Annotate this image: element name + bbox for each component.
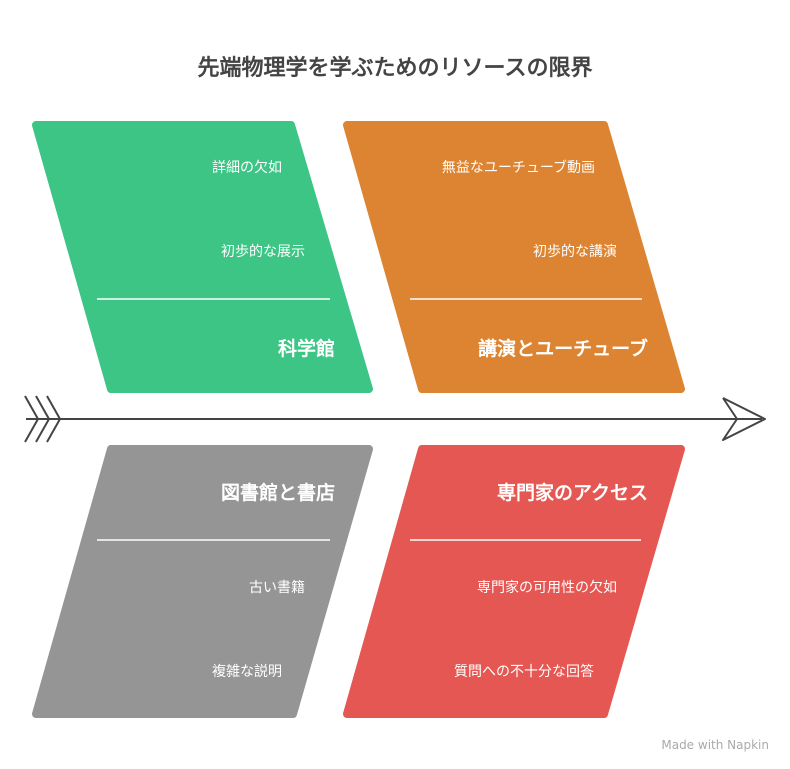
- branch-item: 無益なユーチューブ動画: [442, 159, 595, 176]
- diagram-title: 先端物理学を学ぶためのリソースの限界: [198, 55, 593, 81]
- spine-arrow: [24, 395, 766, 443]
- branch-expert-access: 専門家のアクセス 専門家の可用性の欠如 質問への不十分な回答: [343, 445, 685, 718]
- branch-shape: [32, 121, 373, 393]
- branch-item: 詳細の欠如: [212, 160, 282, 176]
- napkin-watermark: Made with Napkin: [661, 738, 769, 752]
- branch-item: 初歩的な展示: [221, 243, 305, 260]
- branch-heading: 専門家のアクセス: [497, 481, 648, 504]
- branch-item: 質問への不十分な回答: [454, 663, 594, 680]
- branch-shape: [343, 445, 685, 718]
- branch-shape: [32, 445, 373, 718]
- branch-item: 専門家の可用性の欠如: [477, 579, 617, 596]
- branch-libraries-bookstores: 図書館と書店 古い書籍 複雑な説明: [32, 445, 373, 718]
- branch-shape: [343, 121, 685, 393]
- branch-item: 古い書籍: [249, 579, 305, 596]
- branch-heading: 講演とユーチューブ: [478, 337, 648, 360]
- arrowhead-icon: [722, 397, 766, 441]
- branch-item: 複雑な説明: [212, 663, 282, 680]
- branch-heading: 図書館と書店: [221, 481, 335, 504]
- branch-item: 初歩的な講演: [533, 243, 617, 260]
- branch-heading: 科学館: [278, 337, 335, 360]
- branch-science-museum: 詳細の欠如 初歩的な展示 科学館: [32, 121, 373, 393]
- branch-lectures-youtube: 無益なユーチューブ動画 初歩的な講演 講演とユーチューブ: [343, 121, 685, 393]
